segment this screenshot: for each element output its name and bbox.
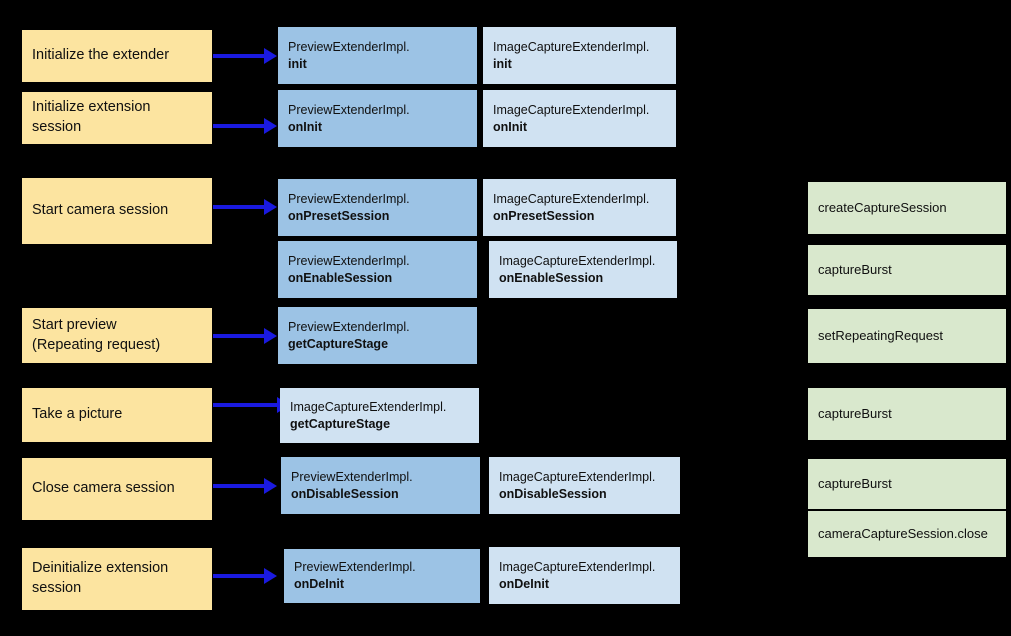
- stage-box-init-extender: Initialize the extender: [22, 30, 212, 82]
- stage-label-line2: session: [32, 580, 82, 596]
- camera2-call-label: cameraCaptureSession.close: [818, 526, 988, 542]
- stage-box-deinit-session: Deinitialize extension session: [22, 548, 212, 610]
- stage-label-line1: Start preview: [32, 316, 117, 333]
- arrow-init-session: [213, 118, 277, 134]
- stage-box-start-preview: Start preview (Repeating request): [22, 308, 212, 363]
- imagecapture-call-box-ondisablesession: ImageCaptureExtenderImpl. onDisableSessi…: [489, 457, 680, 514]
- preview-call-box-oninit: PreviewExtenderImpl. onInit: [278, 90, 477, 147]
- camera2-call-label: setRepeatingRequest: [818, 328, 944, 344]
- stage-label-line1: Close camera session: [32, 480, 175, 497]
- imagecapture-call-box-init: ImageCaptureExtenderImpl. init: [483, 27, 676, 84]
- call-class-name: ImageCaptureExtenderImpl.: [493, 39, 650, 54]
- camera2-call-box-setrepeatingrequest: setRepeatingRequest: [808, 309, 1006, 363]
- stage-label-line1: Take a picture: [32, 406, 123, 423]
- call-class-name: ImageCaptureExtenderImpl.: [499, 559, 656, 574]
- call-method-name: onInit: [288, 119, 323, 134]
- camera2-call-box-cameracapturesessionclose: cameraCaptureSession.close: [808, 511, 1006, 557]
- preview-call-box-onenablesession: PreviewExtenderImpl. onEnableSession: [278, 241, 477, 298]
- call-method-name: onDeInit: [294, 577, 344, 591]
- call-method-name: onPresetSession: [493, 208, 595, 223]
- call-class-name: ImageCaptureExtenderImpl.: [290, 399, 447, 414]
- call-class-name: PreviewExtenderImpl.: [288, 191, 410, 206]
- call-method-name: onDeInit: [499, 576, 549, 591]
- stage-box-init-session: Initialize extension session: [22, 92, 212, 144]
- camera2-call-box-captureburst-1: captureBurst: [808, 245, 1006, 295]
- stage-label-line1: Start camera session: [32, 202, 169, 219]
- stage-label-line1: Deinitialize extension: [32, 560, 169, 577]
- imagecapture-call-box-getcapturestage: ImageCaptureExtenderImpl. getCaptureStag…: [280, 388, 479, 443]
- stage-label-line1: Initialize extension: [32, 99, 151, 116]
- call-method-name: onEnableSession: [288, 270, 393, 285]
- preview-call-box-getcapturestage: PreviewExtenderImpl. getCaptureStage: [278, 307, 477, 364]
- stage-box-start-camera: Start camera session: [22, 178, 212, 244]
- camera2-call-label: captureBurst: [818, 262, 892, 278]
- preview-call-box-ondeinit: PreviewExtenderImpl. onDeInit: [284, 549, 480, 603]
- call-method-name: onPresetSession: [288, 208, 390, 223]
- camera2-call-label: createCaptureSession: [818, 200, 947, 216]
- imagecapture-call-box-ondeinit: ImageCaptureExtenderImpl. onDeInit: [489, 547, 680, 604]
- camera2-call-label: captureBurst: [818, 476, 892, 492]
- call-class-name: ImageCaptureExtenderImpl.: [499, 253, 656, 268]
- call-method-name: onEnableSession: [499, 270, 604, 285]
- camera2-call-box-captureburst-2: captureBurst: [808, 388, 1006, 440]
- arrow-start-preview: [213, 328, 277, 344]
- call-method-name: onDisableSession: [499, 486, 607, 501]
- preview-call-box-onpresetsession: PreviewExtenderImpl. onPresetSession: [278, 179, 477, 236]
- call-class-name: PreviewExtenderImpl.: [291, 469, 413, 484]
- call-class-name: PreviewExtenderImpl.: [288, 319, 410, 334]
- imagecapture-call-box-onpresetsession: ImageCaptureExtenderImpl. onPresetSessio…: [483, 179, 676, 236]
- call-method-name: onInit: [493, 119, 528, 134]
- call-class-name: PreviewExtenderImpl.: [288, 102, 410, 117]
- call-method-name: getCaptureStage: [290, 416, 391, 431]
- call-method-name: onDisableSession: [291, 486, 399, 501]
- arrow-start-camera: [213, 199, 277, 215]
- arrow-close-camera: [213, 478, 277, 494]
- camera2-call-box-createcapturesession: createCaptureSession: [808, 182, 1006, 234]
- arrow-take-picture: [213, 397, 290, 413]
- call-class-name: PreviewExtenderImpl.: [294, 560, 416, 575]
- preview-call-box-ondisablesession: PreviewExtenderImpl. onDisableSession: [281, 457, 480, 514]
- call-method-name: init: [288, 56, 307, 71]
- call-method-name: init: [493, 56, 512, 71]
- imagecapture-call-box-oninit: ImageCaptureExtenderImpl. onInit: [483, 90, 676, 147]
- stage-box-take-picture: Take a picture: [22, 388, 212, 442]
- stage-label-line1: Initialize the extender: [32, 47, 170, 64]
- call-class-name: ImageCaptureExtenderImpl.: [493, 191, 650, 206]
- call-class-name: ImageCaptureExtenderImpl.: [499, 469, 656, 484]
- call-class-name: PreviewExtenderImpl.: [288, 253, 410, 268]
- call-class-name: PreviewExtenderImpl.: [288, 39, 410, 54]
- arrow-init-extender: [213, 48, 277, 64]
- call-class-name: ImageCaptureExtenderImpl.: [493, 102, 650, 117]
- stage-label-line2: (Repeating request): [32, 336, 161, 353]
- camera2-call-box-captureburst-3: captureBurst: [808, 459, 1006, 509]
- imagecapture-call-box-onenablesession: ImageCaptureExtenderImpl. onEnableSessio…: [489, 241, 677, 298]
- call-method-name: getCaptureStage: [288, 336, 389, 351]
- preview-call-box-init: PreviewExtenderImpl. init: [278, 27, 477, 84]
- stage-box-close-camera: Close camera session: [22, 458, 212, 520]
- stage-label-line2: session: [32, 119, 82, 135]
- camera2-call-label: captureBurst: [818, 406, 892, 422]
- arrow-deinit-session: [213, 568, 277, 584]
